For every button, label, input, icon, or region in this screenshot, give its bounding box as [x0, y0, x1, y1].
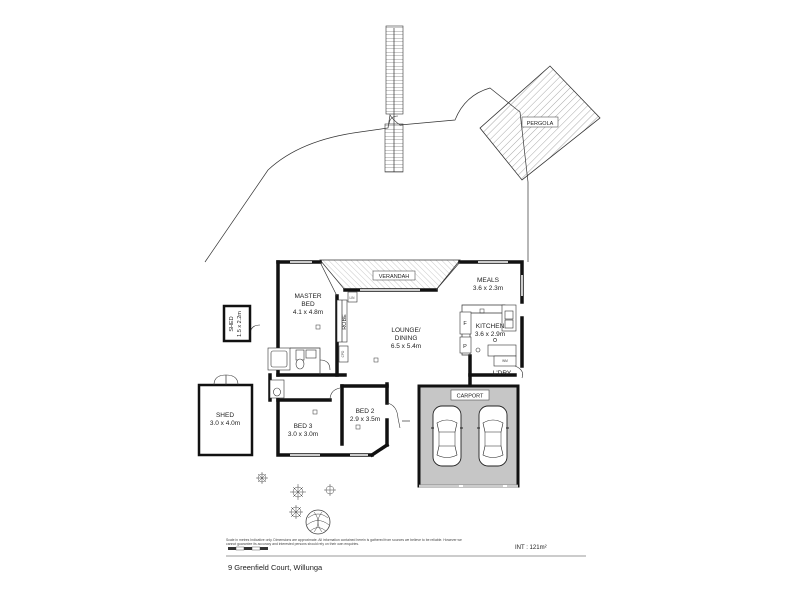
carport: CARPORT [417, 384, 520, 488]
shed-small-size: 1.5 x 2.2m [237, 311, 243, 337]
bed2-size: 2.9 x 3.5m [350, 416, 380, 423]
shed-small: SHED 1.5 x 2.2m [222, 304, 252, 343]
laundry-label: L'DRY [493, 370, 512, 377]
meals-name: MEALS [477, 277, 500, 284]
site-boundary [204, 87, 529, 263]
shed-large-size: 3.0 x 4.0m [210, 420, 240, 427]
kitchen-size: 3.6 x 2.9m [475, 331, 505, 338]
linen-label: LIN [350, 296, 356, 300]
meals-size: 3.6 x 2.3m [473, 285, 503, 292]
shed-small-name: SHED [229, 316, 235, 331]
carport-label: CARPORT [457, 394, 484, 400]
bed2-name: BED 2 [356, 408, 375, 415]
car-left-icon [431, 405, 463, 467]
shed-large: SHED 3.0 x 4.0m [197, 374, 254, 457]
internal-area: INT : 121m² [515, 545, 547, 551]
car-right-icon [477, 405, 509, 467]
bed3-name: BED 3 [294, 423, 313, 430]
wm-label: WM [502, 359, 508, 363]
kitchen-fixtures [459, 304, 517, 367]
master-bed-name-2: BED [301, 301, 315, 308]
property-address: 9 Greenfield Court, Willunga [228, 563, 323, 572]
verandah-label: VERANDAH [379, 274, 410, 280]
disclaimer-text: Scale in metres Indicative only. Dimensi… [226, 538, 462, 546]
bed3-size: 3.0 x 3.0m [288, 431, 318, 438]
lounge-name-1: LOUNGE/ [391, 327, 420, 334]
pergola-label: PERGOLA [527, 121, 554, 127]
lounge-name-2: DINING [395, 335, 418, 342]
master-bed-size: 4.1 x 4.8m [293, 309, 323, 316]
power-point-icons [312, 308, 485, 430]
master-bed-name-1: MASTER [294, 293, 321, 300]
fridge-label: F [463, 321, 467, 327]
tree-icons [256, 472, 336, 535]
cupboard-label: CPD [341, 350, 345, 357]
pantry-label: P [463, 344, 467, 350]
kitchen-name: KITCHEN [476, 323, 505, 330]
bathroom [267, 347, 331, 375]
scale-bar [228, 546, 268, 551]
robe-label: ROBE [342, 314, 348, 330]
shed-large-name: SHED [216, 412, 234, 419]
stairs-upper [385, 25, 404, 115]
lounge-size: 6.5 x 5.4m [391, 343, 421, 350]
